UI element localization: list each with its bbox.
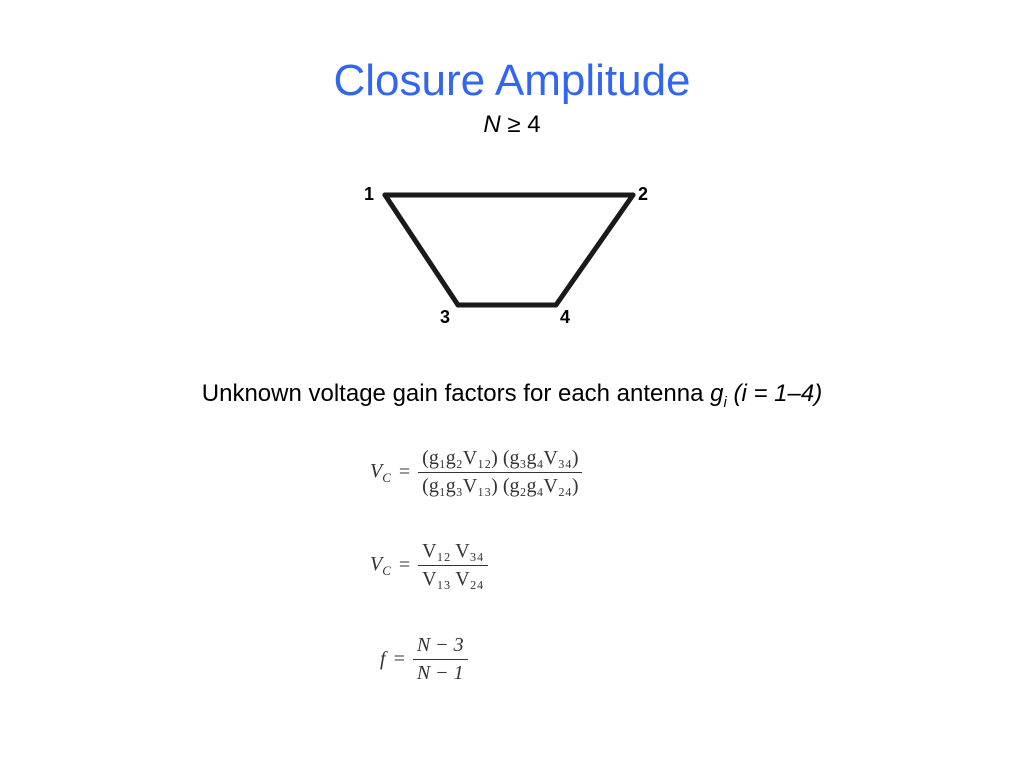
equation-2-denominator: V₁₃ V₂₄ — [422, 568, 484, 590]
description-main: Unknown voltage gain factors for each an… — [201, 380, 711, 407]
edge-3-1 — [382, 192, 461, 308]
equation-2-equals: = — [398, 554, 411, 576]
diagram-edges — [382, 192, 636, 308]
index-range: (i = 1–4) — [726, 380, 823, 407]
equation-2-lhs: VC — [370, 552, 391, 578]
antenna-quadrilateral-diagram: 1 2 3 4 — [364, 184, 648, 327]
equation-2-numerator: V₁₂ V₃₄ — [418, 540, 488, 566]
slide-title: Closure Amplitude — [333, 56, 691, 105]
equation-1-lhs: VC — [370, 459, 391, 485]
node-label-4: 4 — [560, 307, 570, 327]
equation-3-lhs: f — [380, 648, 386, 670]
equation-3-denominator: N − 1 — [416, 662, 464, 684]
node-label-2: 2 — [638, 184, 648, 204]
equation-fraction-f: f = N − 3 N − 1 — [380, 634, 468, 685]
equation-1-fraction: (g₁g₂V₁₂) (g₃g₄V₃₄) (g₁g₃V₁₃) (g₂g₄V₂₄) — [418, 447, 583, 498]
node-label-3: 3 — [440, 307, 450, 327]
equation-1-equals: = — [398, 461, 411, 483]
edge-2-4 — [553, 192, 636, 308]
subtitle-variable: N — [483, 111, 501, 138]
equation-1-numerator: (g₁g₂V₁₂) (g₃g₄V₃₄) — [418, 447, 583, 473]
description-text: Unknown voltage gain factors for each an… — [0, 378, 1024, 419]
equation-3-equals: = — [393, 648, 405, 670]
equation-2-fraction: V₁₂ V₃₄ V₁₃ V₂₄ — [418, 540, 488, 591]
equation-1-denominator: (g₁g₃V₁₃) (g₂g₄V₂₄) — [422, 475, 579, 497]
gain-variable: gi — [710, 380, 727, 411]
node-label-1: 1 — [364, 184, 374, 204]
equation-3-numerator: N − 3 — [412, 634, 468, 660]
equation-closure-amplitude: VC = V₁₂ V₃₄ V₁₃ V₂₄ — [370, 540, 488, 591]
slide-subtitle: N ≥ 4 — [0, 110, 1024, 140]
equation-3-fraction: N − 3 N − 1 — [412, 634, 468, 685]
equation-closure-with-gains: VC = (g₁g₂V₁₂) (g₃g₄V₃₄) (g₁g₃V₁₃) (g₂g₄… — [370, 447, 583, 498]
subtitle-condition: ≥ 4 — [500, 111, 541, 138]
diagram-node-labels: 1 2 3 4 — [364, 184, 648, 327]
